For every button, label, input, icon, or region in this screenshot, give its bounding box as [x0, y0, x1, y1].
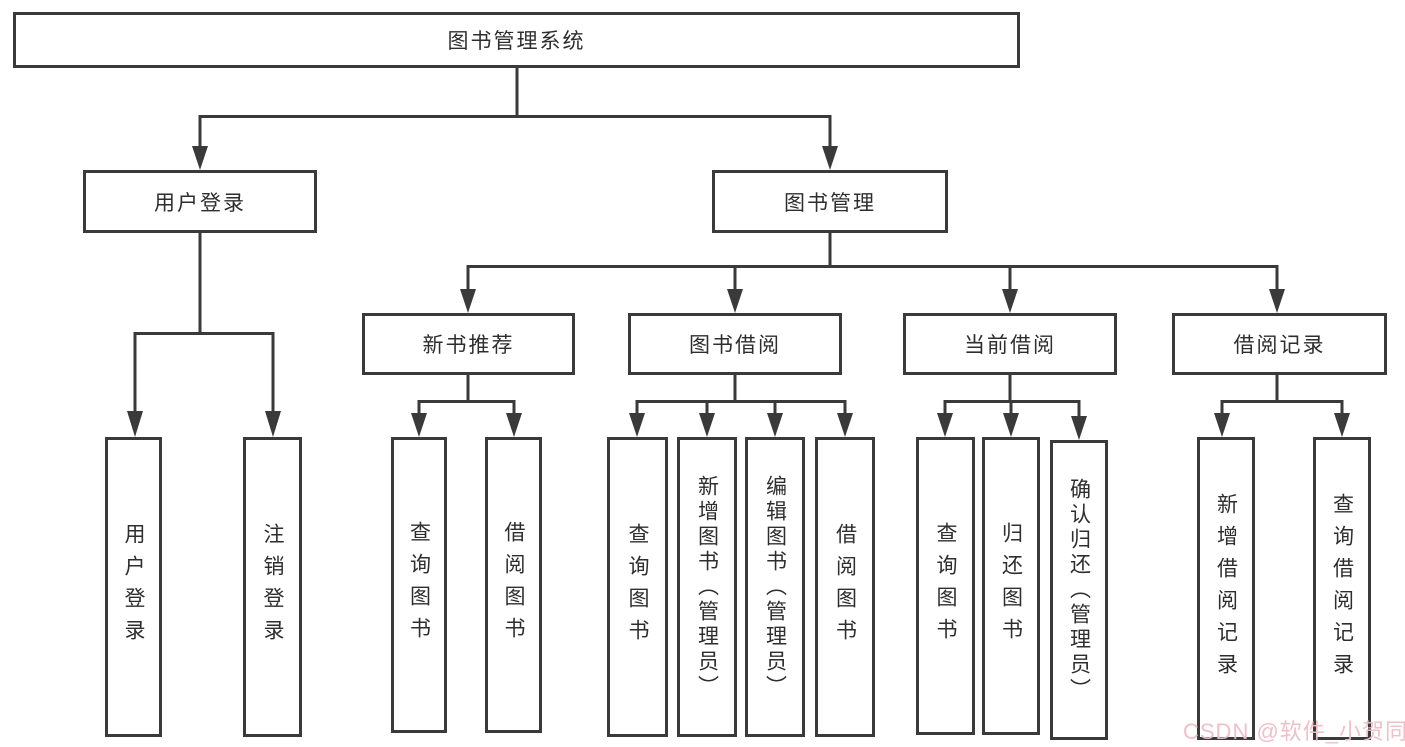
node-label: 归还图书	[999, 522, 1023, 650]
node-label: 借阅图书	[502, 521, 525, 649]
leaf-logout-login: 注销登录	[243, 437, 302, 737]
csdn-watermark: CSDN @软件_小贺同学	[1183, 719, 1405, 744]
leaf-query-books: 查询图书	[391, 437, 447, 733]
node-label: 新增图书（管理员）	[695, 474, 719, 700]
leaf-borrow-books: 借阅图书	[815, 437, 875, 737]
node-label: 编辑图书（管理员）	[763, 474, 787, 700]
node-label: 图书借阅	[689, 334, 781, 357]
node-current-borrowing: 当前借阅	[903, 313, 1117, 375]
branch-book-management	[460, 233, 1285, 313]
node-label: 当前借阅	[964, 334, 1056, 357]
branch-user-login	[127, 233, 281, 437]
node-label: 新增借阅记录	[1214, 492, 1238, 685]
node-new-book-recommend: 新书推荐	[362, 313, 575, 375]
leaf-borrow-books: 借阅图书	[485, 437, 542, 733]
branch-current-borrowing	[937, 375, 1087, 440]
leaf-edit-books-admin: 编辑图书（管理员）	[745, 437, 805, 737]
node-book-borrowing: 图书借阅	[628, 313, 842, 375]
node-label: 用户登录	[154, 191, 246, 215]
node-label: 图书管理	[784, 191, 876, 215]
leaf-query-borrow-record: 查询借阅记录	[1313, 437, 1371, 740]
node-label: 查询借阅记录	[1330, 492, 1354, 685]
leaf-return-books: 归还图书	[982, 437, 1040, 735]
branch-borrowing-records	[1214, 375, 1350, 437]
leaf-query-books: 查询图书	[607, 437, 668, 737]
branch-root	[192, 68, 838, 170]
node-borrowing-records: 借阅记录	[1172, 313, 1387, 375]
node-label: 新书推荐	[422, 334, 515, 357]
branch-new-book-recommend	[411, 375, 522, 437]
node-label: 图书管理系统	[447, 30, 586, 53]
node-label: 查询图书	[934, 522, 957, 650]
leaf-confirm-return-admin: 确认归还（管理员）	[1050, 440, 1108, 740]
node-label: 借阅记录	[1233, 334, 1326, 357]
node-label: 用户登录	[122, 523, 145, 651]
leaf-query-books: 查询图书	[916, 437, 975, 735]
leaf-user-login: 用户登录	[105, 437, 162, 737]
node-user-login: 用户登录	[83, 170, 317, 233]
leaf-add-books-admin: 新增图书（管理员）	[677, 437, 737, 737]
leaf-add-borrow-record: 新增借阅记录	[1197, 437, 1255, 740]
node-book-management: 图书管理	[712, 170, 948, 233]
node-label: 确认归还（管理员）	[1067, 477, 1091, 703]
node-library-management-system: 图书管理系统	[13, 12, 1020, 68]
branch-book-borrowing	[629, 375, 853, 437]
node-label: 注销登录	[261, 523, 284, 651]
node-label: 借阅图书	[833, 523, 857, 651]
node-label: 查询图书	[407, 521, 431, 649]
node-label: 查询图书	[626, 523, 649, 651]
